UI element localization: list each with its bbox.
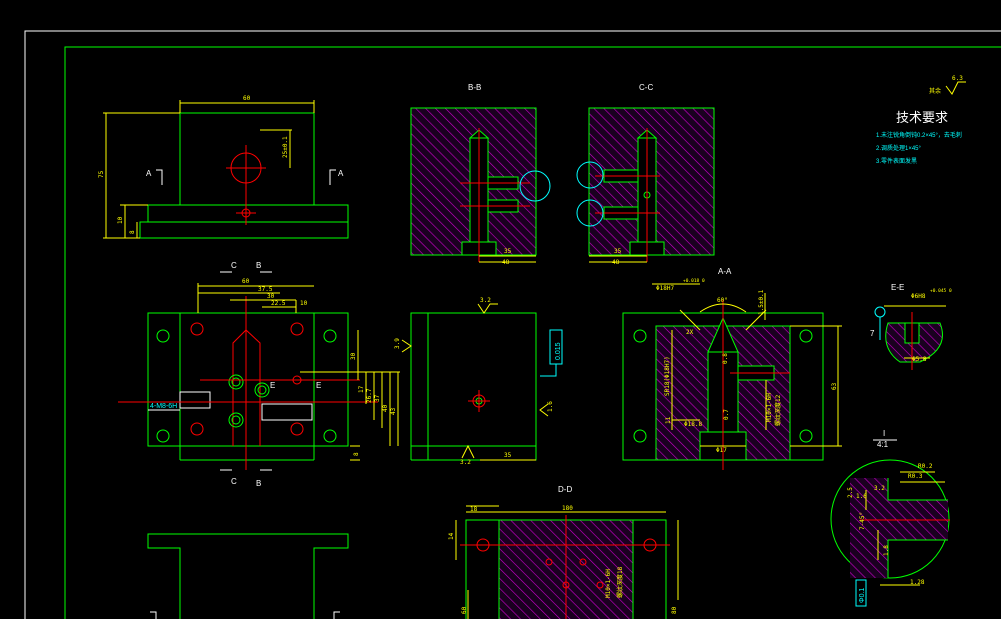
roughness-side-left: 3.9 <box>394 338 401 349</box>
dim-aa-63: 63 <box>831 382 838 390</box>
section-mark-e-right: E <box>316 381 321 390</box>
roughness-side-top: 3.2 <box>480 297 491 304</box>
dim-aa-2x: 2X <box>686 329 694 336</box>
dim-aa-sr: SR18(Φ18H7) <box>664 356 671 396</box>
roughness-default: 6.3 <box>952 75 963 82</box>
dim-plan-22-5: 22.5 <box>271 300 286 307</box>
dim-plan-43: 43 <box>390 407 397 415</box>
inner-frame <box>64 46 1001 619</box>
dim-dd-60: 60 <box>461 606 468 614</box>
outer-frame <box>24 30 1001 619</box>
view-label-bb: B-B <box>468 83 481 92</box>
dim-dd-80: 80 <box>671 606 678 614</box>
dim-i-1-8: 1.8 <box>883 545 890 556</box>
tech-item-2: 2.调质处理1×45° <box>876 144 922 152</box>
dim-aa-0-7: 0.7 <box>723 409 730 420</box>
dim-top-width: 60 <box>243 95 251 102</box>
view-label-dd: D-D <box>558 485 572 494</box>
tech-requirements-title: 技术要求 <box>896 111 948 126</box>
section-ee <box>874 305 946 370</box>
dim-aa-thread: M10×1-6H <box>766 393 773 422</box>
note-plan-thread: 4-M8-6H <box>150 403 177 410</box>
dim-cc-35: 35 <box>614 248 622 255</box>
dim-plan-26-7: 26.7 <box>366 388 373 403</box>
dim-bb-48: 48 <box>502 259 510 266</box>
dim-plan-60: 60 <box>242 278 250 285</box>
plan-view <box>118 271 400 471</box>
dim-dd-thread: M10×1-6H <box>605 569 612 598</box>
tolerance-i: Φ0.1 <box>859 588 866 603</box>
dim-aa-depth: 螺纹深度12 <box>774 394 782 426</box>
dim-dd-18: 18 <box>470 506 478 513</box>
dim-top-d2: 8 <box>129 230 136 234</box>
dim-i-1-28: 1.28 <box>910 579 925 586</box>
detail-i <box>830 459 950 607</box>
section-mark-a-left: A <box>146 169 152 178</box>
dim-ee-7: 7 <box>870 329 875 338</box>
dim-top-d1: 10 <box>117 216 124 224</box>
view-label-aa: A-A <box>718 267 732 276</box>
dim-plan-40: 40 <box>382 404 389 412</box>
fit-ee: Φ6H8 <box>911 293 926 300</box>
dim-plan-17: 17 <box>358 385 365 393</box>
section-bb <box>410 107 551 263</box>
tech-item-1: 1.未注锐角倒钝0.2×45°，去毛刺 <box>876 131 962 139</box>
side-view <box>401 303 563 461</box>
dim-aa-17: Φ17 <box>716 447 727 454</box>
dim-i-2-5: 2.5 <box>847 487 854 498</box>
dim-i-r0-3: R0.3 <box>908 473 923 480</box>
dim-plan-37: 37 <box>374 394 381 402</box>
dim-dd-14: 14 <box>448 532 455 540</box>
dim-plan-10: 10 <box>300 300 308 307</box>
section-mark-b-bottom: B <box>256 479 261 488</box>
section-aa <box>622 283 842 470</box>
dim-aa-60deg: 60° <box>717 297 728 304</box>
dim-plan-30v: 30 <box>350 352 357 360</box>
fit-aa: Φ18H7 <box>656 285 674 292</box>
dim-i-1-6: 1.6 <box>856 493 867 500</box>
roughness-side-right: 1.6 <box>547 401 554 412</box>
dim-plan-30: 30 <box>267 293 275 300</box>
view-label-ee: E-E <box>891 283 904 292</box>
dim-i-7-45: 7-45° <box>859 512 866 530</box>
flatness-tolerance: 0.015 <box>555 342 562 360</box>
section-cc <box>576 107 715 263</box>
view-scale-i: 4:1 <box>877 440 889 449</box>
roughness-symbol <box>945 81 966 95</box>
dim-i-r0-2: R0.2 <box>918 463 933 470</box>
dim-cc-48: 48 <box>612 259 620 266</box>
dim-bb-35: 35 <box>504 248 512 255</box>
front-view <box>103 100 349 239</box>
section-mark-a-right: A <box>338 169 344 178</box>
dim-aa-18-8: Φ18.8 <box>684 421 702 428</box>
dim-top-hole: 25±0.1 <box>282 136 289 158</box>
view-label-cc: C-C <box>639 83 653 92</box>
dim-dd-depth: 螺纹深度18 <box>616 566 624 598</box>
section-mark-c-top: C <box>231 261 237 270</box>
section-dd <box>455 505 679 619</box>
dim-aa-1-5: 1.5±0.1 <box>758 289 765 315</box>
dim-dd-180: 180 <box>562 505 573 512</box>
roughness-side-bottom: 3.2 <box>460 459 471 466</box>
fit-aa-tolerance: +0.018 0 <box>683 278 705 284</box>
dim-aa-0-8: 0.8 <box>722 353 729 364</box>
tech-item-3: 3.零件表面发黑 <box>876 157 917 165</box>
dim-i-3-2: 3.2 <box>874 485 885 492</box>
section-mark-b-top: B <box>256 261 261 270</box>
dim-ee-5-8: Φ5.8 <box>912 356 927 363</box>
dim-plan-37-5: 37.5 <box>258 286 273 293</box>
dim-top-height: 75 <box>98 170 105 178</box>
dim-aa-11: 11 <box>665 416 672 424</box>
section-mark-c-bottom: C <box>231 477 237 486</box>
lower-left-view <box>147 533 349 619</box>
view-label-i: I <box>883 429 885 438</box>
section-mark-e-left: E <box>270 381 275 390</box>
roughness-prefix: 其余 <box>929 87 941 95</box>
fit-ee-tolerance: +0.045 0 <box>930 288 952 294</box>
dim-side-35: 35 <box>504 452 512 459</box>
dim-plan-8: 8 <box>353 452 360 456</box>
